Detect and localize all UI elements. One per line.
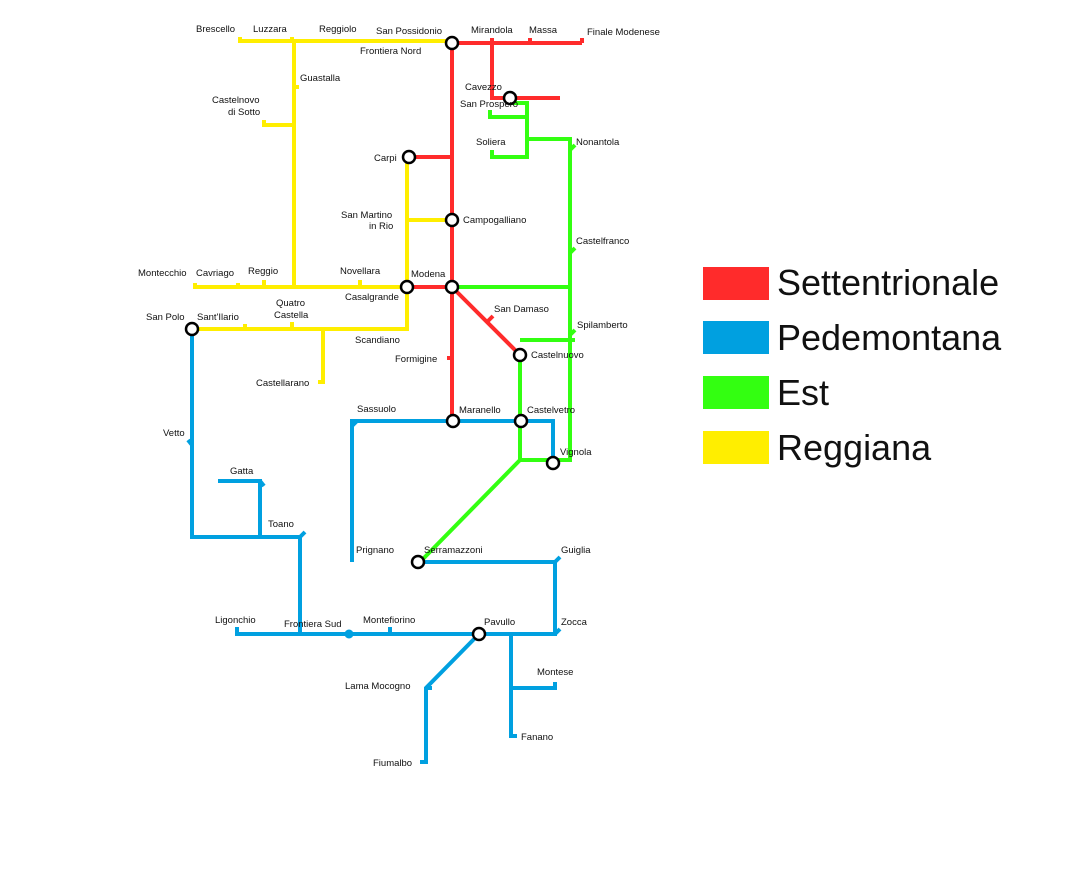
settentrionale-line — [407, 38, 584, 421]
label-montese: Montese — [537, 667, 573, 678]
station-castelvetro[interactable] — [513, 413, 529, 429]
legend-swatch-est — [703, 376, 769, 409]
label-castelfranco: Castelfranco — [576, 236, 629, 247]
label-pavullo: Pavullo — [484, 617, 515, 628]
label-prignano: Prignano — [356, 545, 394, 556]
label-reggiolo: Reggiolo — [319, 24, 357, 35]
station-campogalliano[interactable] — [444, 212, 460, 228]
label-spilamberto: Spilamberto — [577, 320, 628, 331]
label-zocca: Zocca — [561, 617, 588, 628]
label-cavriago: Cavriago — [196, 268, 234, 279]
station-frontiera-nord[interactable] — [444, 35, 460, 51]
legend-label-settentrionale: Settentrionale — [777, 262, 999, 303]
station-carpi[interactable] — [401, 149, 417, 165]
station-casalgrande[interactable] — [399, 279, 415, 295]
label-soliera: Soliera — [476, 137, 506, 148]
station-serramazzoni[interactable] — [410, 554, 426, 570]
label-guastalla: Guastalla — [300, 73, 341, 84]
label-montecchio: Montecchio — [138, 268, 187, 279]
label-san-prospero: San Prospero — [460, 99, 518, 110]
station-pavullo[interactable] — [471, 626, 487, 642]
legend-swatch-settentrionale — [703, 267, 769, 300]
label-casalgrande: Casalgrande — [345, 292, 399, 303]
label-reggio: Reggio — [248, 266, 278, 277]
label-ligonchio: Ligonchio — [215, 615, 256, 626]
label-toano: Toano — [268, 519, 294, 530]
label-carpi: Carpi — [374, 153, 397, 164]
label-frontiera-sud: Frontiera Sud — [284, 619, 342, 630]
label-quattro-castella-1: Quatro — [276, 298, 305, 309]
label-vignola: Vignola — [560, 447, 592, 458]
station-modena[interactable] — [444, 279, 460, 295]
legend-label-pedemontana: Pedemontana — [777, 317, 1002, 358]
label-san-martino-1: San Martino — [341, 210, 392, 221]
label-santilario: Sant'Ilario — [197, 312, 239, 323]
label-san-martino-2: in Rio — [369, 221, 393, 232]
label-brescello: Brescello — [196, 24, 235, 35]
label-castelnovo-2: di Sotto — [228, 107, 260, 118]
label-serramazzoni: Serramazzoni — [424, 545, 483, 556]
label-castellarano: Castellarano — [256, 378, 309, 389]
label-gatta: Gatta — [230, 466, 254, 477]
label-finale-modenese: Finale Modenese — [587, 27, 660, 38]
station-vignola[interactable] — [545, 455, 561, 471]
label-castelnuovo: Castelnuovo — [531, 350, 584, 361]
label-san-damaso: San Damaso — [494, 304, 549, 315]
label-guiglia: Guiglia — [561, 545, 591, 556]
label-castelvetro: Castelvetro — [527, 405, 575, 416]
reggiana-line — [192, 37, 452, 384]
label-formigine: Formigine — [395, 354, 437, 365]
label-campogalliano: Campogalliano — [463, 215, 526, 226]
frontiera-sud-dot — [344, 629, 354, 639]
legend-swatch-reggiana — [703, 431, 769, 464]
interchange-stations — [184, 35, 561, 642]
label-scandiano: Scandiano — [355, 335, 400, 346]
label-novellara: Novellara — [340, 266, 381, 277]
legend-label-est: Est — [777, 372, 829, 413]
label-nonantola: Nonantola — [576, 137, 620, 148]
legend-swatch-pedemontana — [703, 321, 769, 354]
label-modena: Modena — [411, 269, 446, 280]
label-castelnovo-1: Castelnovo — [212, 95, 260, 106]
legend: Settentrionale Pedemontana Est Reggiana — [703, 262, 1002, 468]
station-labels: Brescello Luzzara Reggiolo San Possidoni… — [138, 24, 660, 769]
label-san-polo: San Polo — [146, 312, 185, 323]
label-cavezzo: Cavezzo — [465, 82, 502, 93]
legend-label-reggiana: Reggiana — [777, 427, 932, 468]
label-luzzara: Luzzara — [253, 24, 288, 35]
label-fiumalbo: Fiumalbo — [373, 758, 412, 769]
label-vetto: Vetto — [163, 428, 185, 439]
label-lama-mocogno: Lama Mocogno — [345, 681, 410, 692]
station-san-polo[interactable] — [184, 321, 200, 337]
label-frontiera-nord: Frontiera Nord — [360, 46, 421, 57]
label-montefiorino: Montefiorino — [363, 615, 415, 626]
label-massa: Massa — [529, 25, 558, 36]
station-castelnuovo[interactable] — [512, 347, 528, 363]
label-maranello: Maranello — [459, 405, 501, 416]
label-mirandola: Mirandola — [471, 25, 513, 36]
station-cavezzo[interactable] — [502, 90, 518, 106]
station-maranello[interactable] — [445, 413, 461, 429]
label-fanano: Fanano — [521, 732, 553, 743]
label-sassuolo: Sassuolo — [357, 404, 396, 415]
label-san-possidonio: San Possidonio — [376, 26, 442, 37]
label-quattro-castella-2: Castella — [274, 310, 309, 321]
